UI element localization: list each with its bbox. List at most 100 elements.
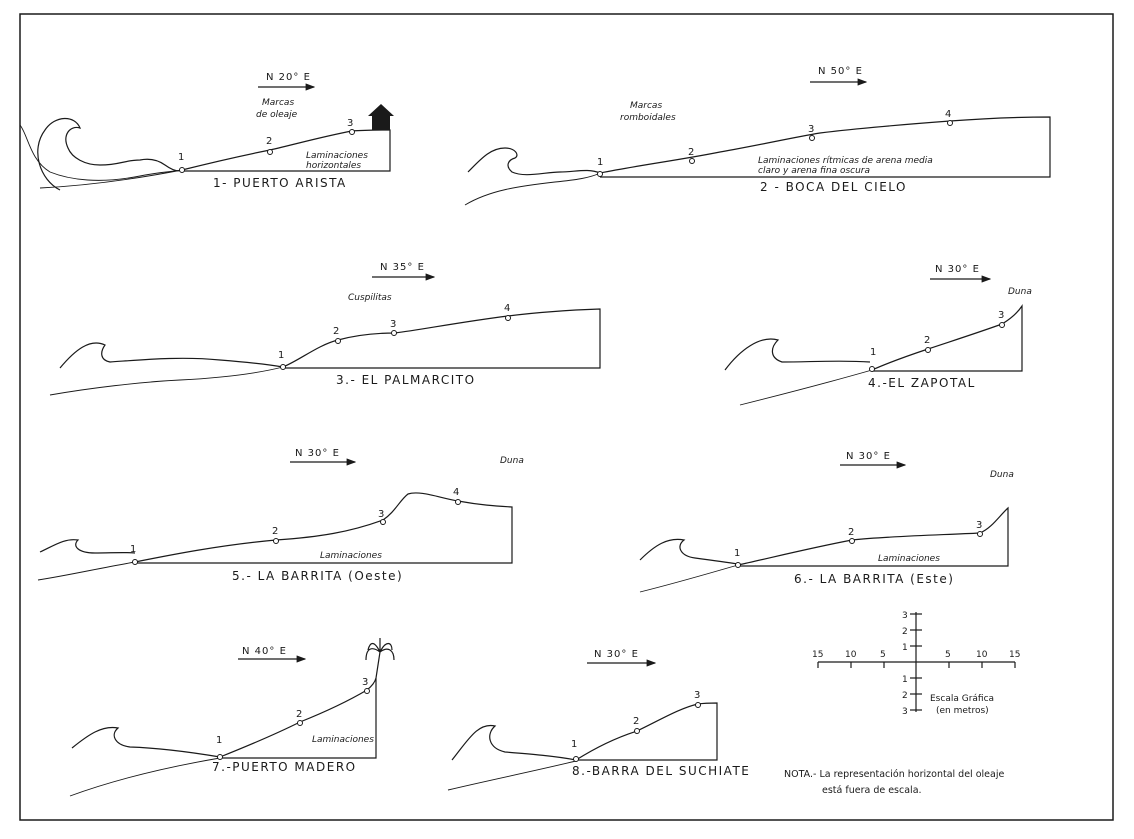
station-label: 2 — [333, 326, 339, 337]
note-label: Laminaciones — [320, 551, 382, 561]
scale-tick-label: 10 — [976, 650, 988, 660]
scale-caption: Escala Gráfica — [930, 694, 994, 704]
station-marker — [217, 754, 223, 760]
profile-title: 5.- LA BARRITA (Oeste) — [232, 569, 403, 583]
swash-line — [69, 757, 221, 797]
beach-profile — [737, 506, 1009, 567]
station-label: 3 — [998, 310, 1004, 321]
profile-title: 4.-EL ZAPOTAL — [868, 376, 976, 390]
scale-tick-label: 2 — [902, 691, 908, 701]
station-label: 1 — [216, 735, 222, 746]
station-marker — [380, 519, 386, 525]
beach-profile — [599, 116, 1051, 178]
direction-label: N 35° E — [380, 262, 425, 273]
wave-outline — [37, 117, 183, 191]
station-label: 1 — [870, 347, 876, 358]
profile-7: N 40° E 1 2 3 Laminaciones 7.-PUERTO MAD… — [69, 638, 395, 797]
wave-outline — [467, 147, 601, 176]
note-line: está fuera de escala. — [822, 785, 922, 796]
beach-profile — [871, 304, 1023, 372]
note-label: Laminaciones rítmicas de arena media — [758, 156, 933, 166]
profile-title: 6.- LA BARRITA (Este) — [794, 572, 954, 586]
beach-profile — [134, 492, 513, 564]
station-label: 4 — [504, 303, 510, 314]
scale-tick-label: 15 — [812, 650, 823, 660]
station-marker — [349, 129, 355, 135]
scale-tick-label: 1 — [902, 675, 908, 685]
station-marker — [809, 135, 815, 141]
station-marker — [947, 120, 953, 126]
direction-label: N 50° E — [818, 66, 863, 77]
wave-outline — [71, 726, 221, 758]
scale-tick-label: 5 — [880, 650, 886, 660]
note-label: claro y arena fina oscura — [758, 166, 870, 176]
note-label: Laminaciones — [306, 151, 368, 161]
station-label: 3 — [694, 690, 700, 701]
scale-tick-label: 5 — [945, 650, 951, 660]
note-line: NOTA.- La representación horizontal del … — [784, 769, 1004, 780]
station-marker — [977, 531, 983, 537]
graphic-scale: 15 10 5 5 10 15 3 2 1 1 2 3 Escala Gráfi… — [812, 611, 1020, 717]
station-marker — [869, 366, 875, 372]
station-marker — [735, 562, 741, 568]
station-marker — [597, 171, 603, 177]
station-marker — [999, 322, 1005, 328]
profile-title: 1- PUERTO ARISTA — [213, 176, 347, 190]
station-marker — [273, 538, 279, 544]
profile-title: 2 - BOCA DEL CIELO — [760, 180, 907, 194]
station-label: 2 — [633, 716, 639, 727]
direction-label: N 20° E — [266, 72, 311, 83]
sheet-border — [19, 13, 1114, 821]
note-label: Marcas — [262, 98, 294, 108]
station-label: 1 — [130, 544, 136, 555]
profile-4: N 30° E Duna 1 2 3 4.-EL ZAPOTAL — [724, 264, 1032, 406]
station-label: 4 — [945, 109, 951, 120]
station-marker — [132, 559, 138, 565]
station-marker — [505, 315, 511, 321]
swash-line — [739, 369, 873, 406]
house-icon — [372, 115, 390, 130]
station-label: 2 — [848, 527, 854, 538]
scale-caption: (en metros) — [936, 706, 989, 716]
note-label: Cuspilitas — [348, 293, 392, 303]
station-marker — [695, 702, 701, 708]
scale-tick-label: 3 — [902, 611, 908, 621]
profile-title: 8.-BARRA DEL SUCHIATE — [572, 764, 750, 778]
note-label: Marcas — [630, 101, 662, 111]
scale-tick-label: 10 — [845, 650, 857, 660]
beach-profile — [181, 129, 391, 172]
station-label: 1 — [278, 350, 284, 361]
note-label: Duna — [1008, 287, 1032, 297]
station-marker — [455, 499, 461, 505]
note-label: Duna — [990, 470, 1014, 480]
station-label: 2 — [266, 136, 272, 147]
station-marker — [849, 538, 855, 544]
house-roof-icon — [368, 104, 394, 116]
station-marker — [573, 756, 579, 762]
swash-line — [464, 172, 601, 206]
note-label: de oleaje — [256, 110, 298, 120]
profile-title: 7.-PUERTO MADERO — [212, 760, 357, 774]
note-label: Laminaciones — [878, 554, 940, 564]
station-marker — [297, 720, 303, 726]
station-marker — [925, 347, 931, 353]
station-label: 1 — [571, 739, 577, 750]
beach-profile — [282, 308, 601, 369]
palm-trunk — [375, 651, 381, 679]
profile-3: N 35° E Cuspilitas 1 2 3 4 3.- EL PALMAR… — [49, 262, 601, 396]
station-label: 2 — [688, 147, 694, 158]
station-label: 2 — [296, 709, 302, 720]
station-label: 3 — [390, 319, 396, 330]
wave-outline — [451, 724, 577, 761]
station-label: 3 — [976, 520, 982, 531]
station-marker — [335, 338, 341, 344]
note-label: horizontales — [306, 161, 361, 171]
swash-line — [37, 561, 136, 581]
station-marker — [179, 167, 185, 173]
note-label: Duna — [500, 456, 524, 466]
station-label: 1 — [597, 157, 603, 168]
station-label: 2 — [924, 335, 930, 346]
station-marker — [267, 149, 273, 155]
station-marker — [689, 158, 695, 164]
